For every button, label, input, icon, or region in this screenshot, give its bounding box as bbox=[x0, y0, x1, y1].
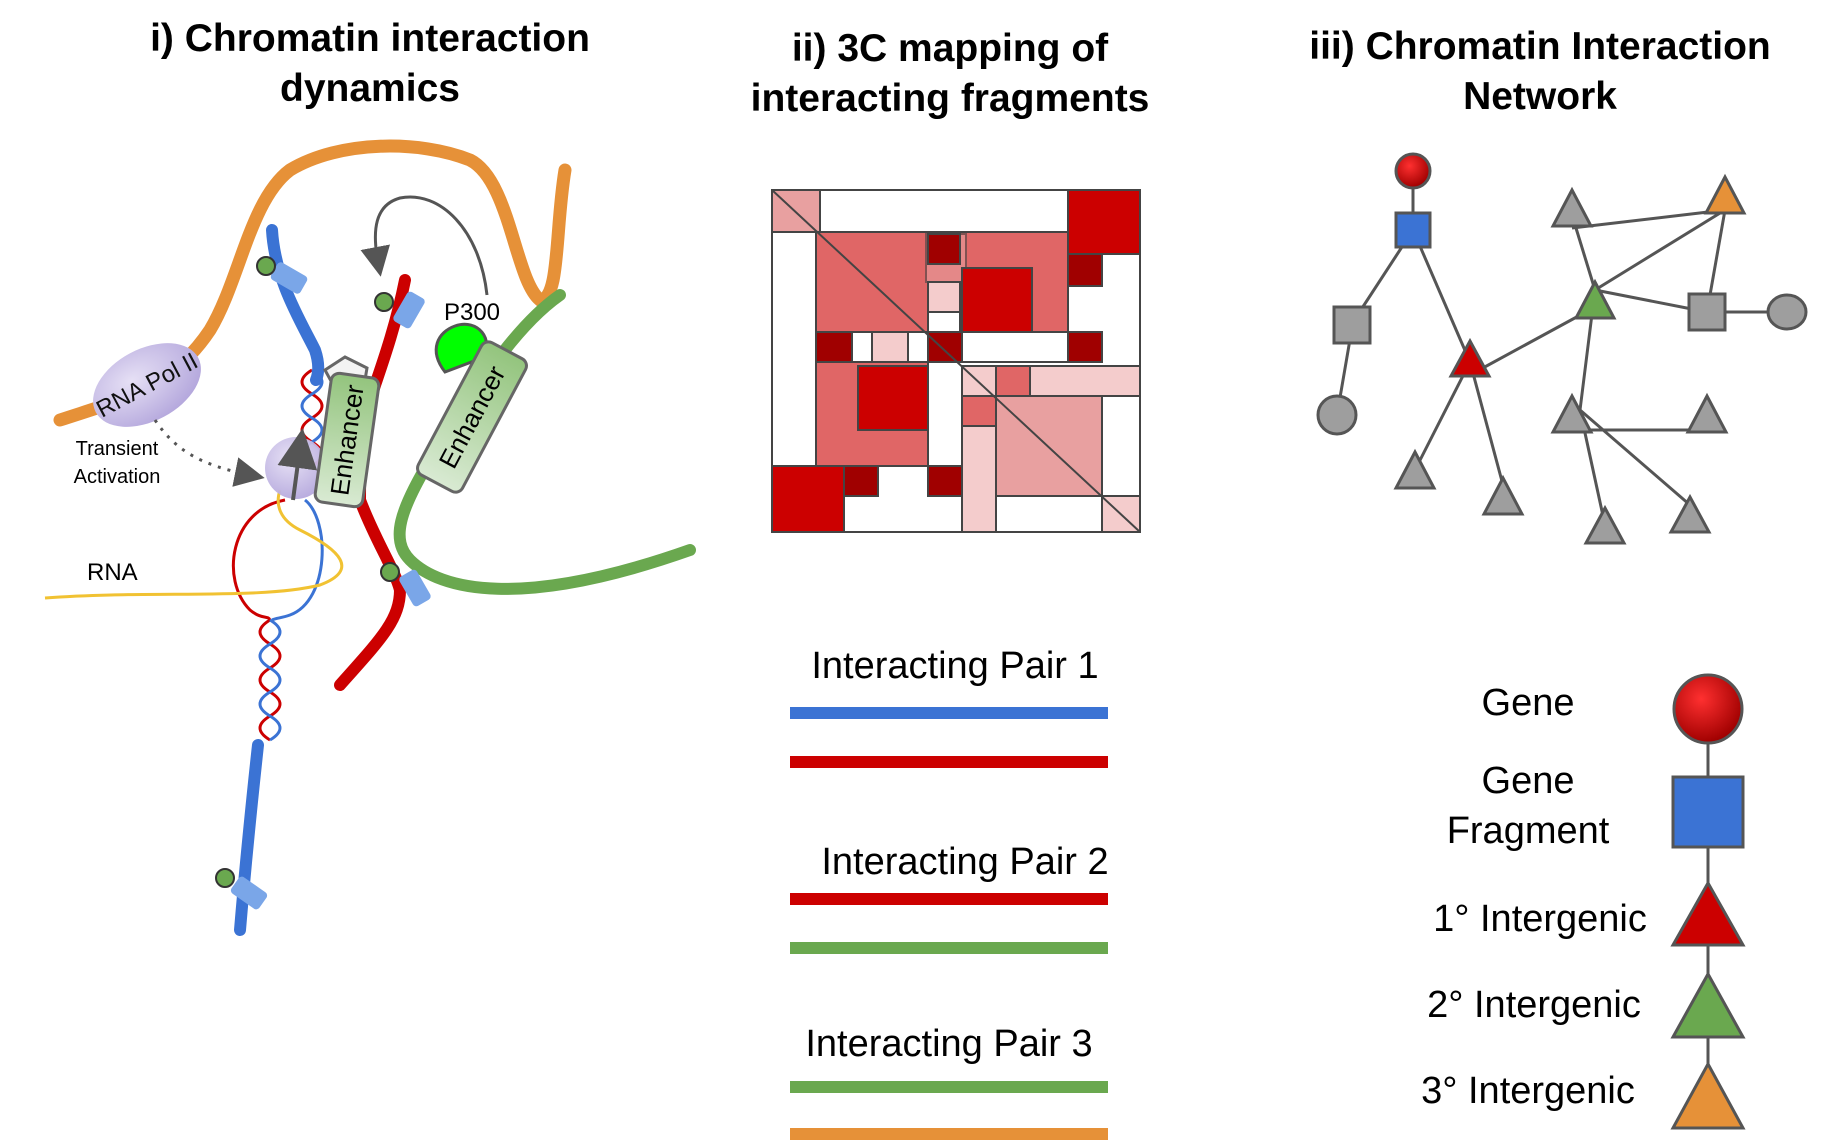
legend-gene-label: Gene bbox=[1482, 682, 1575, 724]
secondary-intergenic-node bbox=[1573, 278, 1617, 320]
legend-primary-intergenic-icon bbox=[1670, 879, 1746, 947]
grey-triangle-node bbox=[1550, 186, 1594, 228]
bubble-strand-red bbox=[231, 498, 286, 621]
helix-strand-blue bbox=[258, 618, 282, 742]
title-line: iii) Chromatin Interaction bbox=[1309, 25, 1771, 68]
legend-primary-label: 1° Intergenic bbox=[1433, 898, 1647, 940]
contact-matrix bbox=[771, 189, 1141, 533]
blue-chromatin-strand-lower bbox=[234, 739, 264, 936]
grey-triangle-node bbox=[1550, 392, 1594, 434]
grey-triangle-node bbox=[1481, 474, 1525, 516]
blue-chromatin-strand-upper bbox=[266, 224, 325, 386]
legend-tertiary-label: 3° Intergenic bbox=[1421, 1070, 1635, 1112]
title-line: ii) 3C mapping of bbox=[791, 27, 1109, 70]
transient-activation-arrow bbox=[153, 419, 265, 487]
legend-gene-fragment-label-1: Gene bbox=[1482, 760, 1575, 802]
gene-node bbox=[1394, 152, 1432, 190]
looping-arrow bbox=[360, 195, 489, 296]
title-line: i) Chromatin interaction bbox=[150, 17, 590, 60]
legend-secondary-intergenic-icon bbox=[1670, 970, 1746, 1039]
grey-triangle-node bbox=[1685, 392, 1729, 434]
anchor-protein bbox=[256, 256, 308, 294]
title-line: dynamics bbox=[280, 67, 460, 110]
rna-label: RNA bbox=[87, 559, 138, 586]
polymerase-arrow-icon bbox=[277, 428, 318, 501]
panel-title-network: iii) Chromatin Interaction Network bbox=[1270, 22, 1810, 122]
enhancer-element-b: Enhancer bbox=[416, 340, 528, 494]
legend-gene-fragment-label-2: Fragment bbox=[1447, 810, 1610, 852]
interacting-pair-3: Interacting Pair 3 bbox=[790, 1023, 1108, 1140]
panel-mapping: Interacting Pair 1 Interacting Pair 2 In… bbox=[771, 189, 1141, 1140]
activation-label: Activation bbox=[74, 466, 161, 488]
interacting-pair-2: Interacting Pair 2 bbox=[790, 841, 1109, 954]
network-nodes bbox=[1316, 152, 1808, 545]
helix-strand-red bbox=[258, 618, 282, 742]
interacting-pair-1: Interacting Pair 1 bbox=[790, 645, 1108, 768]
legend-gene-icon bbox=[1672, 673, 1744, 745]
pair-3-label: Interacting Pair 3 bbox=[805, 1023, 1092, 1065]
panel-network: Gene Gene Fragment 1° Intergenic 2° Inte… bbox=[1316, 152, 1808, 1130]
anchor-protein bbox=[215, 868, 268, 910]
grey-circle-node bbox=[1316, 394, 1358, 436]
gene-fragment-node bbox=[1394, 211, 1432, 249]
tertiary-intergenic-node bbox=[1703, 173, 1747, 215]
rna-pol-ii: RNA Pol II bbox=[92, 343, 202, 427]
grey-square-node bbox=[1332, 305, 1372, 345]
grey-square-node bbox=[1687, 292, 1727, 332]
rna-strand bbox=[44, 489, 344, 600]
transient-label: Transient bbox=[76, 438, 159, 460]
grey-triangle-node bbox=[1583, 504, 1627, 545]
p300-label: P300 bbox=[444, 299, 500, 326]
grey-triangle-node bbox=[1393, 448, 1437, 490]
title-line: interacting fragments bbox=[750, 77, 1150, 120]
legend-secondary-label: 2° Intergenic bbox=[1427, 984, 1641, 1026]
enhancer-element-a: Enhancer bbox=[313, 371, 381, 509]
bubble-strand-blue bbox=[271, 498, 324, 622]
pair-2-label: Interacting Pair 2 bbox=[821, 841, 1108, 883]
panel-dynamics: RNA Pol II Transient Activation RNA Enha… bbox=[44, 139, 696, 936]
panel-title-dynamics: i) Chromatin interaction dynamics bbox=[100, 14, 640, 114]
legend-gene-fragment-icon bbox=[1671, 775, 1745, 849]
panel-title-mapping: ii) 3C mapping of interacting fragments bbox=[700, 24, 1200, 124]
orange-chromatin-strand bbox=[53, 139, 572, 427]
grey-triangle-node bbox=[1668, 493, 1712, 534]
network-legend: Gene Gene Fragment 1° Intergenic 2° Inte… bbox=[1421, 673, 1746, 1130]
anchor-protein bbox=[374, 291, 425, 329]
grey-circle-node bbox=[1766, 293, 1808, 331]
legend-tertiary-intergenic-icon bbox=[1670, 1060, 1746, 1130]
pair-1-label: Interacting Pair 1 bbox=[811, 645, 1098, 687]
primary-intergenic-node bbox=[1448, 337, 1492, 378]
title-line: Network bbox=[1463, 75, 1617, 118]
anchor-protein bbox=[380, 562, 431, 607]
